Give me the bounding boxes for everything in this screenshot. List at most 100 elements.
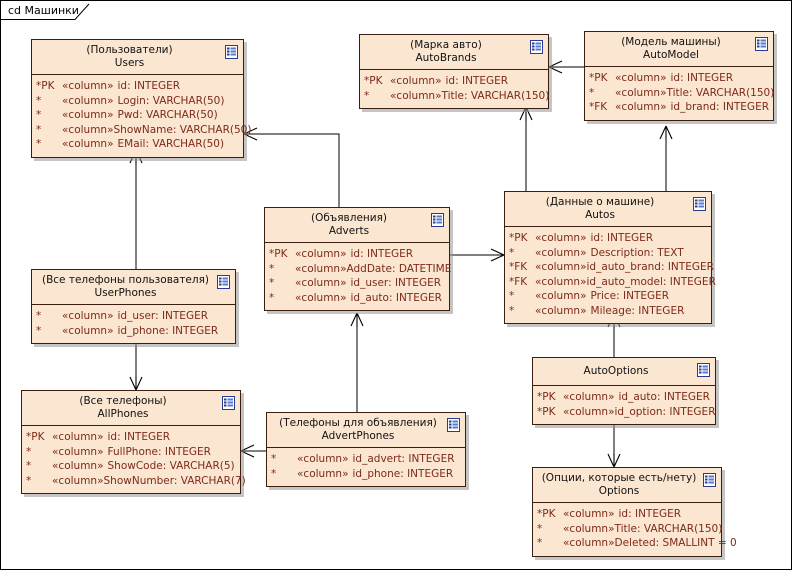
attribute-stereotype: «column»	[563, 391, 615, 403]
class-name: AutoModel	[643, 49, 699, 61]
attribute-key: *	[36, 109, 42, 121]
table-icon	[755, 37, 768, 51]
attribute-key: *PK	[537, 405, 556, 418]
class-box-autooptions[interactable]: AutoOptions *PK «column» id_auto: INTEGE…	[532, 357, 716, 425]
attribute-stereotype: «column»	[535, 261, 587, 273]
attribute-row: * «column» id_user: INTEGER	[269, 276, 445, 291]
attribute-stereotype: «column»	[62, 324, 114, 337]
class-box-autobrands[interactable]: (Марка авто) AutoBrands *PK «column» id:…	[359, 34, 549, 109]
attribute-row: *PK «column» id: INTEGER	[537, 507, 717, 522]
attribute-stereotype: «column»	[295, 262, 347, 275]
attribute-row: * «column» id_auto: INTEGER	[269, 291, 445, 306]
attribute-row: * «column» FullPhone: INTEGER	[26, 445, 236, 460]
attribute-row: * «column» Title: VARCHAR(150)	[589, 86, 774, 101]
attribute-text: id_advert: INTEGER	[352, 453, 455, 465]
attribute-row: *FK «column» id_brand: INTEGER	[589, 100, 769, 115]
attribute-stereotype: «column»	[563, 537, 615, 549]
attribute-stereotype: «column»	[297, 453, 349, 465]
class-box-autos[interactable]: (Данные о машине) Autos *PK «column» id:…	[504, 191, 716, 324]
class-name: AdvertPhones	[321, 430, 395, 442]
class-box-allphones[interactable]: (Все телефоны) AllPhones *PK «column» id…	[21, 390, 246, 494]
class-name: AutoOptions	[583, 365, 649, 377]
attribute-text: id_auto: INTEGER	[350, 291, 442, 304]
attribute-stereotype: «column»	[295, 291, 347, 304]
class-attributes-allphones: *PK «column» id: INTEGER * «column» Full…	[22, 426, 246, 493]
attribute-row: *PK «column» id: INTEGER	[36, 79, 239, 94]
attribute-text: ShowName: VARCHAR(50)	[113, 123, 252, 136]
class-box-adverts[interactable]: (Объявления) Adverts *PK «column» id: IN…	[264, 207, 451, 311]
attribute-row: *PK «column» id_auto: INTEGER	[537, 390, 711, 405]
attribute-stereotype: «column»	[295, 277, 347, 289]
class-box-userphones[interactable]: (Все телефоны пользователя) UserPhones *…	[31, 269, 236, 344]
attribute-stereotype: «column»	[535, 304, 587, 317]
class-header-allphones: (Все телефоны) AllPhones	[22, 391, 240, 426]
class-box-automodel[interactable]: (Модель машины) AutoModel *PK «column» i…	[584, 31, 774, 121]
link-adverts-autos	[450, 248, 505, 262]
table-icon	[530, 40, 543, 54]
frame-tab-label: cd Машинки	[8, 4, 79, 17]
attribute-stereotype: «column»	[390, 75, 442, 87]
attribute-stereotype: «column»	[615, 101, 667, 113]
attribute-row: * «column» Description: TEXT	[509, 246, 707, 261]
attribute-stereotype: «column»	[62, 94, 114, 107]
attribute-stereotype: «column»	[615, 72, 667, 84]
class-header-autobrands: (Марка авто) AutoBrands	[360, 35, 548, 70]
link-advertphones-adverts	[350, 312, 364, 412]
class-stereotype: (Модель машины)	[621, 36, 721, 48]
attribute-row: * «column» ShowCode: VARCHAR(5)	[26, 459, 236, 474]
attribute-key: *	[589, 86, 595, 99]
attribute-row: *PK «column» id: INTEGER	[269, 247, 445, 262]
attribute-key: *	[26, 445, 32, 458]
attribute-stereotype: «column»	[62, 138, 114, 150]
attribute-key: *PK	[269, 248, 288, 260]
class-attributes-autos: *PK «column» id: INTEGER * «column» Desc…	[505, 227, 716, 323]
attribute-stereotype: «column»	[62, 80, 114, 92]
attribute-text: AddDate: DATETIME	[346, 262, 452, 275]
class-stereotype: (Все телефоны)	[79, 395, 167, 407]
attribute-text: FullPhone: INTEGER	[107, 445, 211, 458]
attribute-key: *PK	[509, 232, 528, 244]
class-name: UserPhones	[94, 287, 157, 299]
attribute-text: id: INTEGER	[350, 248, 414, 260]
class-attributes-autobrands: *PK «column» id: INTEGER * «column» Titl…	[360, 70, 549, 108]
attribute-row: *PK «column» id: INTEGER	[589, 71, 769, 86]
attribute-text: Title: VARCHAR(150)	[614, 522, 723, 535]
table-icon	[703, 473, 716, 487]
attribute-key: *	[537, 537, 543, 549]
class-header-users: (Пользователи) Users	[32, 40, 243, 75]
frame-tab-shape	[1, 1, 101, 20]
attribute-key: *FK	[509, 275, 528, 288]
attribute-text: id: INTEGER	[107, 431, 171, 443]
class-box-options[interactable]: (Опции, которые есть/нету) Options *PK «…	[532, 467, 737, 557]
attribute-key: *FK	[509, 261, 528, 273]
attribute-key: *	[36, 138, 42, 150]
attribute-text: id_user: INTEGER	[350, 277, 442, 289]
class-name: Adverts	[328, 225, 370, 237]
class-header-autos: (Данные о машине) Autos	[505, 192, 711, 227]
attribute-stereotype: «column»	[52, 431, 104, 443]
class-box-advertphones[interactable]: (Телефоны для объявления) AdvertPhones *…	[266, 412, 466, 487]
attribute-row: * «column» id_user: INTEGER	[36, 309, 231, 324]
class-header-options: (Опции, которые есть/нету) Options	[533, 468, 721, 503]
attribute-row: *PK «column» id: INTEGER	[364, 74, 544, 89]
attribute-stereotype: «column»	[535, 246, 587, 259]
attribute-stereotype: «column»	[297, 467, 349, 480]
attribute-key: *PK	[537, 508, 556, 520]
class-stereotype: (Опции, которые есть/нету)	[541, 472, 697, 484]
class-header-userphones: (Все телефоны пользователя) UserPhones	[32, 270, 235, 305]
attribute-stereotype: «column»	[535, 275, 587, 288]
attribute-stereotype: «column»	[535, 232, 587, 244]
attribute-text: EMail: VARCHAR(50)	[117, 138, 225, 150]
attribute-key: *	[26, 460, 32, 472]
class-stereotype: (Объявления)	[310, 212, 388, 224]
attribute-text: ShowNumber: VARCHAR(7)	[103, 474, 246, 487]
attribute-text: id: INTEGER	[618, 508, 682, 520]
table-icon	[217, 275, 230, 289]
attribute-row: * «column» id_advert: INTEGER	[271, 452, 461, 467]
attribute-stereotype: «column»	[62, 310, 114, 322]
attribute-row: * «column» id_phone: INTEGER	[36, 324, 231, 339]
attribute-row: * «column» AddDate: DATETIME	[269, 262, 451, 277]
class-box-users[interactable]: (Пользователи) Users *PK «column» id: IN…	[31, 39, 251, 158]
attribute-row: *PK «column» id: INTEGER	[509, 231, 707, 246]
